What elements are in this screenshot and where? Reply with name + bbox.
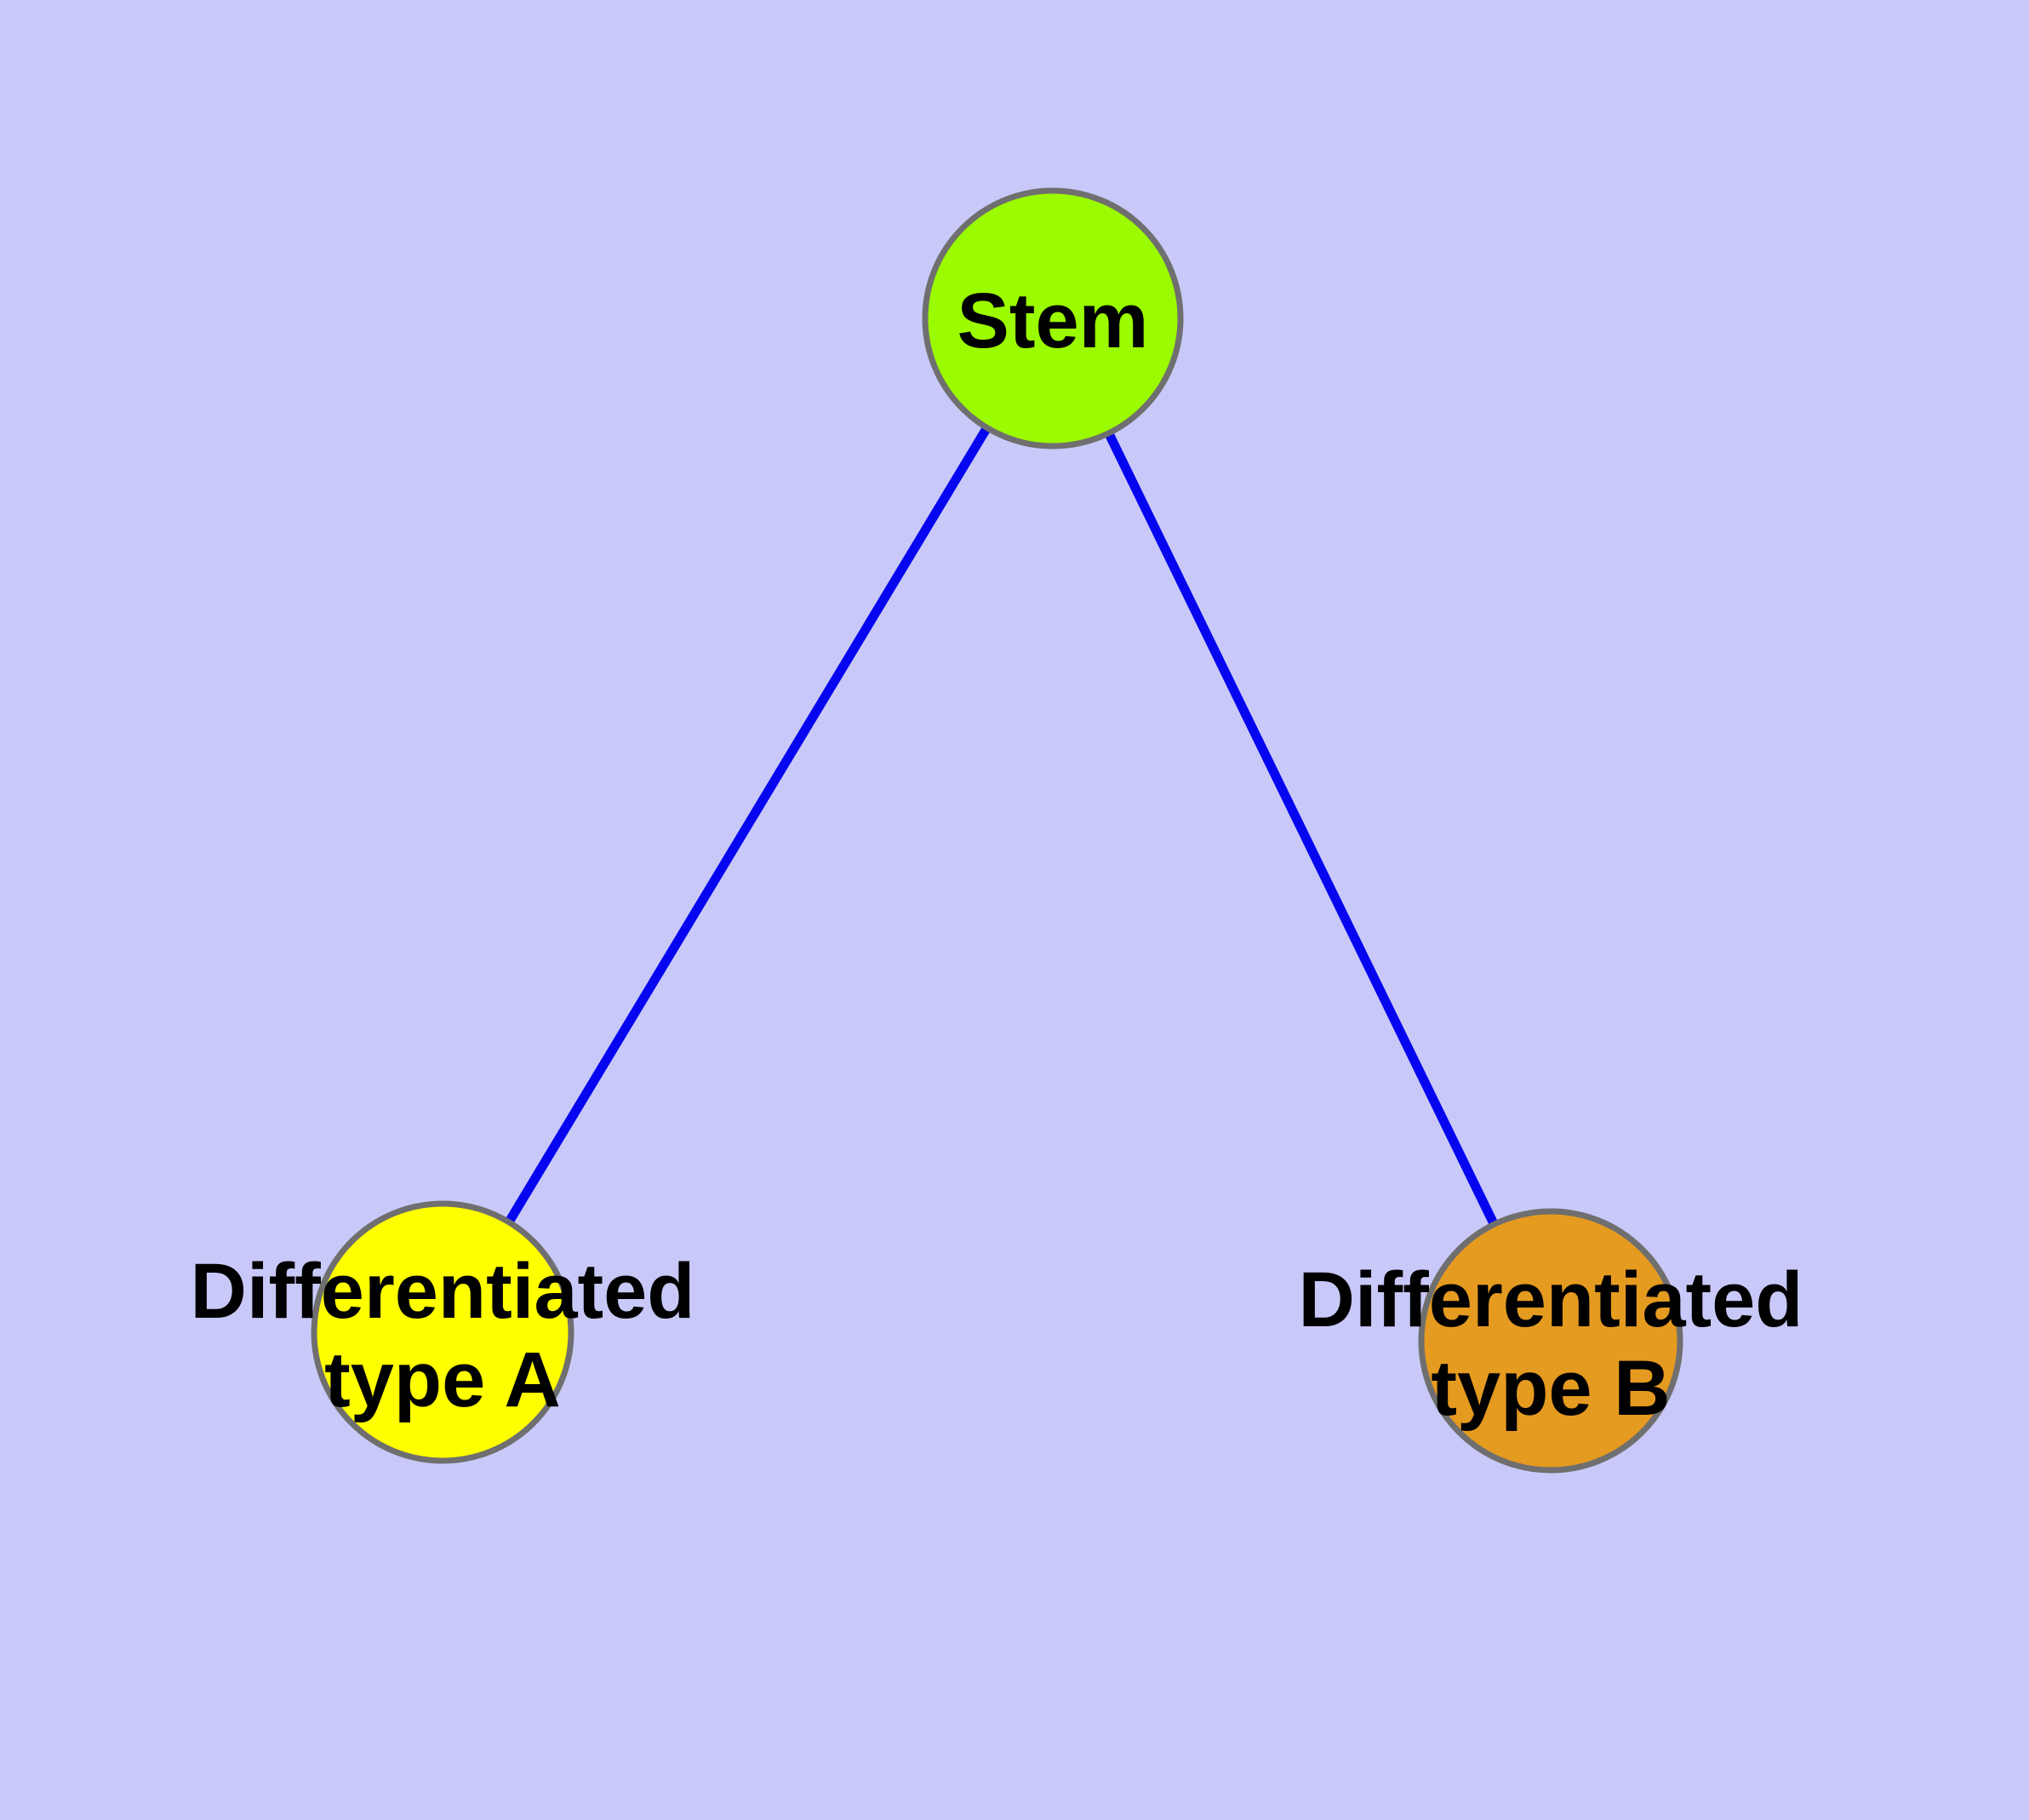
type-a-node-label-line1: Differentiated [191, 1248, 695, 1335]
type-b-node-circle [1418, 1208, 1683, 1474]
edge-stem-to-type-a [438, 316, 1057, 1335]
node-differentiated-type-b: Differentiated type B [1299, 1208, 1803, 1474]
stem-node-circle [922, 187, 1184, 449]
type-a-node-circle [311, 1200, 574, 1464]
type-b-node-label-line2: type B [1431, 1345, 1670, 1432]
node-differentiated-type-a: Differentiated type A [191, 1200, 695, 1464]
type-b-node-label-line1: Differentiated [1299, 1256, 1803, 1343]
type-a-node-label-line2: type A [324, 1336, 561, 1423]
edge-stem-to-type-b [1049, 316, 1555, 1343]
node-stem: Stem [922, 187, 1184, 449]
stem-node-label: Stem [957, 278, 1149, 364]
